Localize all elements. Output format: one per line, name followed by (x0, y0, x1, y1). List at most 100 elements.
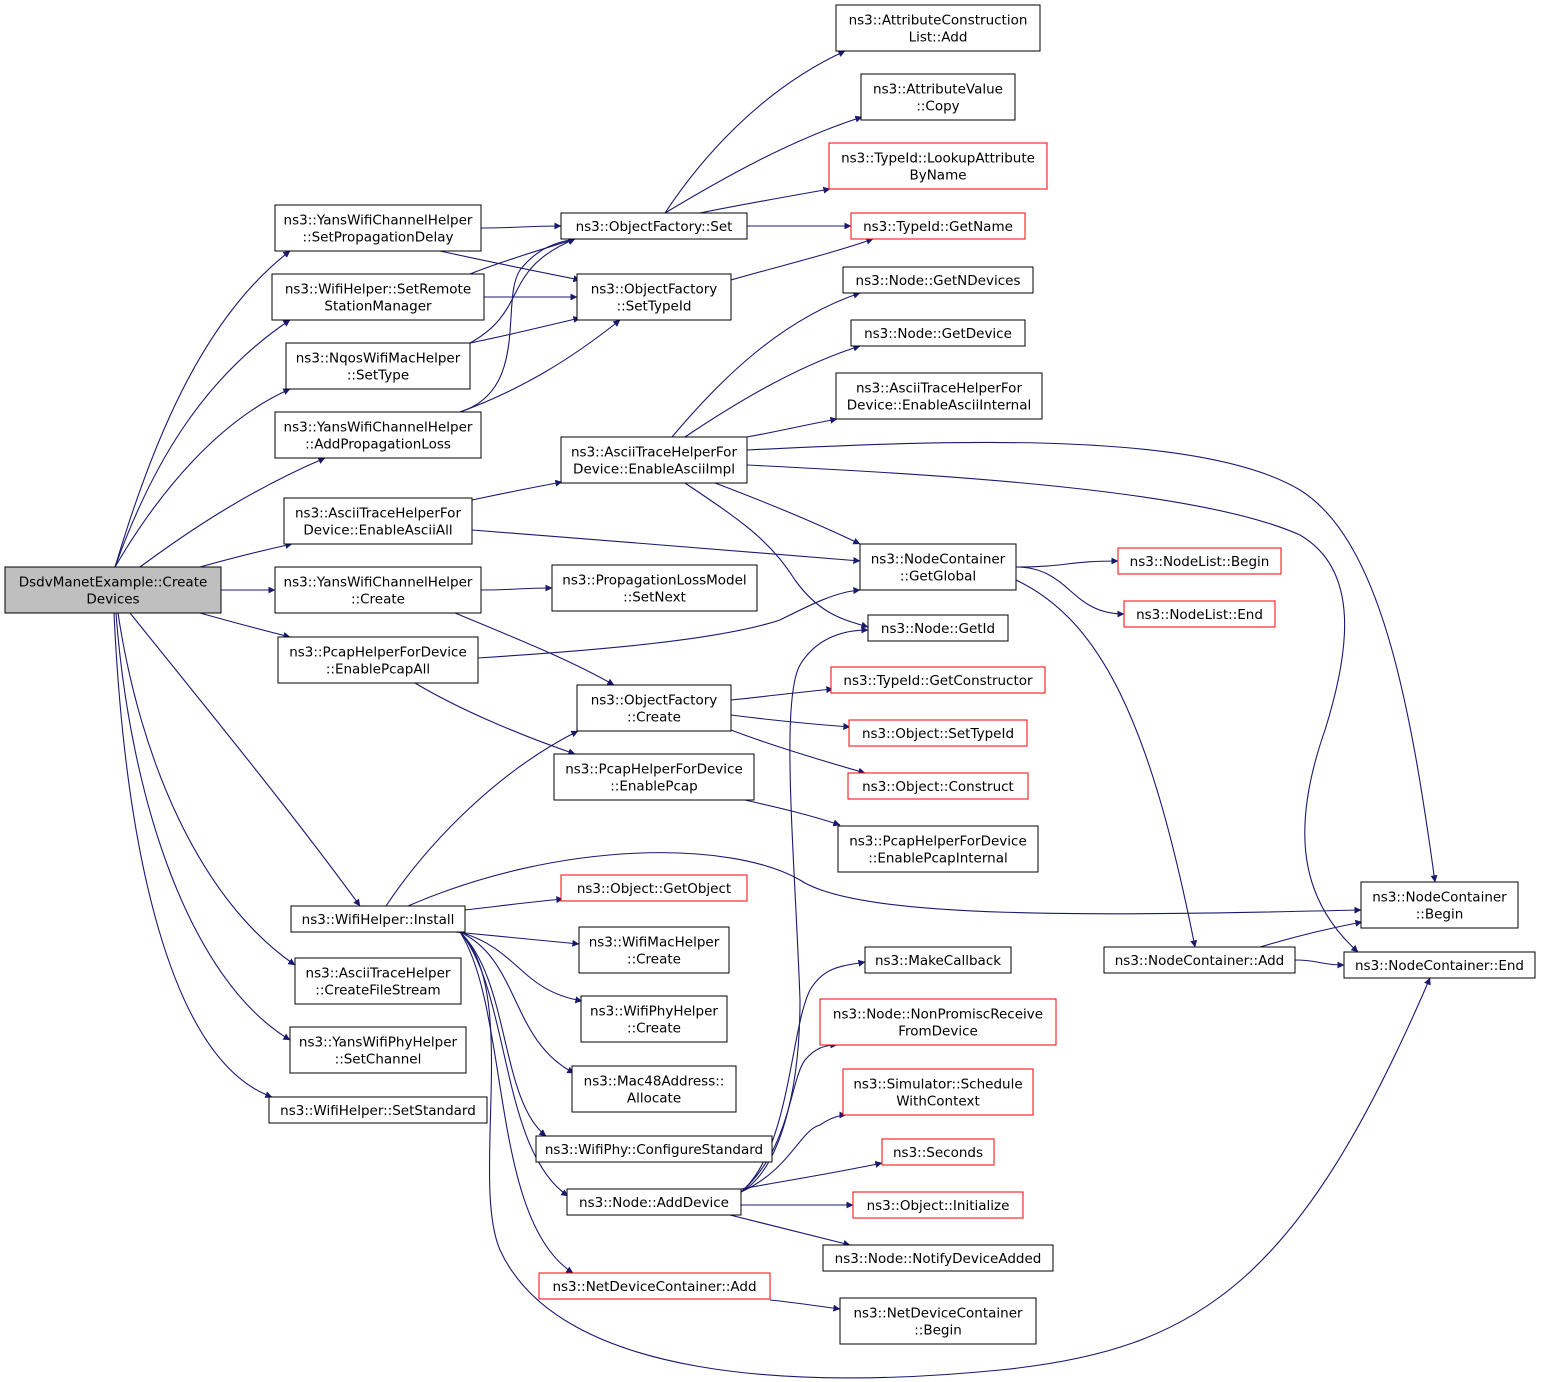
node-mac-create[interactable]: ns3::WifiMacHelper::Create (578, 926, 730, 974)
node-label: ns3::AsciiTraceHelperFor (571, 445, 737, 461)
node-mac48-alloc[interactable]: ns3::Mac48Address::Allocate (571, 1065, 737, 1113)
node-nc-end[interactable]: ns3::NodeContainer::End (1343, 951, 1536, 979)
node-obj-settypeid[interactable]: ns3::Object::SetTypeId (848, 719, 1028, 747)
edge-yans_addprop-to-of_settypeid (459, 319, 621, 413)
node-box (835, 372, 1043, 420)
node-yans-create[interactable]: ns3::YansWifiChannelHelper::Create (274, 566, 482, 614)
node-label: ns3::NodeList::End (1136, 607, 1263, 623)
edge-nqos_settype-to-of_set (469, 238, 576, 344)
node-node-adddevice[interactable]: ns3::Node::AddDevice (566, 1188, 742, 1216)
node-box (860, 73, 1016, 121)
node-label: Device::EnableAsciiInternal (847, 398, 1031, 414)
node-nodelist-begin[interactable]: ns3::NodeList::Begin (1117, 547, 1282, 575)
node-label: ns3::AsciiTraceHelperFor (295, 506, 461, 522)
node-nc-add[interactable]: ns3::NodeContainer::Add (1103, 946, 1296, 974)
node-node-getndevices[interactable]: ns3::Node::GetNDevices (842, 266, 1034, 294)
node-label: ns3::NetDeviceContainer (853, 1306, 1023, 1322)
node-tid-getname[interactable]: ns3::TypeId::GetName (850, 212, 1026, 240)
edge-root-to-pcap_enableall (199, 612, 291, 639)
edge-root-to-yans_addprop (139, 457, 326, 568)
node-wifiphy-config[interactable]: ns3::WifiPhy::ConfigureStandard (535, 1135, 773, 1163)
node-label: ::EnablePcap (610, 779, 698, 795)
node-box (850, 319, 1026, 347)
node-ascii-enableinternal[interactable]: ns3::AsciiTraceHelperForDevice::EnableAs… (835, 372, 1043, 420)
edge-nc_getglobal-to-nodelist_begin (1015, 557, 1119, 568)
node-ascii-enableall[interactable]: ns3::AsciiTraceHelperForDevice::EnableAs… (283, 497, 473, 545)
node-label: ByName (909, 168, 966, 184)
node-label: ns3::Object::GetObject (577, 881, 731, 897)
node-box (1343, 951, 1536, 979)
edge-wifi_install-to-nc_end (459, 931, 1431, 1379)
node-label: ns3::YansWifiChannelHelper (284, 575, 473, 591)
node-label: ns3::AsciiTraceHelperFor (856, 381, 1022, 397)
node-label: ns3::Object::Initialize (867, 1198, 1010, 1214)
edge-pcap_enableall-to-nc_getglobal (477, 587, 861, 659)
edge-yans_create-to-of_create (454, 612, 615, 686)
edge-of_set-to-av_copy (664, 115, 863, 214)
node-label: ns3::ObjectFactory (591, 693, 718, 709)
edge-node_adddevice-to-node_getid (740, 626, 869, 1193)
node-phy-create[interactable]: ns3::WifiPhyHelper::Create (580, 995, 728, 1043)
edge-yans_setprop-to-of_settypeid (439, 250, 581, 283)
node-box (819, 998, 1057, 1046)
node-label: ns3::TypeId::LookupAttribute (841, 151, 1035, 167)
node-nqos-settype[interactable]: ns3::NqosWifiMacHelper::SetType (285, 342, 471, 390)
node-pcap-enablepcap[interactable]: ns3::PcapHelperForDevice::EnablePcap (553, 753, 755, 801)
node-label: ns3::Node::NonPromiscReceive (833, 1007, 1043, 1023)
node-obj-getobject[interactable]: ns3::Object::GetObject (560, 874, 748, 902)
node-of-create[interactable]: ns3::ObjectFactory::Create (576, 684, 732, 732)
node-makecallback[interactable]: ns3::MakeCallback (864, 946, 1012, 974)
node-of-set[interactable]: ns3::ObjectFactory::Set (560, 212, 748, 240)
edge-ascii_enableall-to-nc_getglobal (471, 529, 861, 564)
node-box (828, 142, 1048, 190)
node-label: ::Begin (1416, 907, 1464, 923)
edge-wifi_setremote-to-of_set (469, 237, 576, 275)
node-nc-begin[interactable]: ns3::NodeContainer::Begin (1360, 881, 1519, 929)
node-label: ::Copy (916, 99, 959, 115)
node-ascii-enableimpl[interactable]: ns3::AsciiTraceHelperForDevice::EnableAs… (560, 436, 748, 484)
node-box (1360, 881, 1519, 929)
node-yans-setprop[interactable]: ns3::YansWifiChannelHelper::SetPropagati… (274, 204, 482, 252)
node-node-notify[interactable]: ns3::Node::NotifyDeviceAdded (822, 1244, 1054, 1272)
node-yans-addprop[interactable]: ns3::YansWifiChannelHelper::AddPropagati… (274, 411, 482, 459)
node-obj-construct[interactable]: ns3::Object::Construct (847, 772, 1029, 800)
node-ascii-createfile[interactable]: ns3::AsciiTraceHelper::CreateFileStream (294, 957, 462, 1005)
node-node-getid[interactable]: ns3::Node::GetId (867, 614, 1009, 642)
node-node-getdevice[interactable]: ns3::Node::GetDevice (850, 319, 1026, 347)
node-label: ::SetTypeId (617, 299, 692, 315)
node-pcap-enableinternal[interactable]: ns3::PcapHelperForDevice::EnablePcapInte… (837, 825, 1039, 873)
node-nodelist-end[interactable]: ns3::NodeList::End (1123, 600, 1276, 628)
node-av-copy[interactable]: ns3::AttributeValue::Copy (860, 73, 1016, 121)
edge-node_adddevice-to-seconds (740, 1160, 883, 1190)
edge-wifi_install-to-mac_create (454, 931, 580, 947)
node-plm-setnext[interactable]: ns3::PropagationLossModel::SetNext (551, 564, 758, 612)
node-label: ns3::MakeCallback (875, 953, 1001, 969)
node-label: ns3::AsciiTraceHelper (306, 966, 451, 982)
node-label: ns3::TypeId::GetName (863, 219, 1013, 235)
node-wifi-install[interactable]: ns3::WifiHelper::Install (290, 905, 466, 933)
node-label: ::Begin (914, 1323, 962, 1339)
node-ndc-begin[interactable]: ns3::NetDeviceContainer::Begin (839, 1297, 1037, 1345)
edge-of_create-to-obj_construct (730, 729, 866, 775)
node-label: ns3::ObjectFactory::Set (576, 219, 733, 235)
node-pcap-enableall[interactable]: ns3::PcapHelperForDevice::EnablePcapAll (277, 636, 479, 684)
node-label: ns3::WifiPhyHelper (590, 1004, 718, 1020)
node-of-settypeid[interactable]: ns3::ObjectFactory::SetTypeId (576, 273, 732, 321)
edge-ascii_enableimpl-to-nc_begin (746, 441, 1438, 883)
node-tid-getctor[interactable]: ns3::TypeId::GetConstructor (830, 666, 1046, 694)
node-ndc-add[interactable]: ns3::NetDeviceContainer::Add (538, 1272, 771, 1300)
node-box (839, 1297, 1037, 1345)
edge-pcap_enablepcap-to-pcap_enableinternal (744, 799, 841, 827)
node-yansphy-setchannel[interactable]: ns3::YansWifiPhyHelper::SetChannel (289, 1026, 467, 1074)
node-wifi-setstandard[interactable]: ns3::WifiHelper::SetStandard (268, 1096, 488, 1124)
node-seconds[interactable]: ns3::Seconds (881, 1138, 995, 1166)
node-nc-getglobal[interactable]: ns3::NodeContainer::GetGlobal (859, 543, 1017, 591)
edge-yans_setprop-to-of_set (480, 222, 562, 230)
node-obj-initialize[interactable]: ns3::Object::Initialize (852, 1191, 1024, 1219)
